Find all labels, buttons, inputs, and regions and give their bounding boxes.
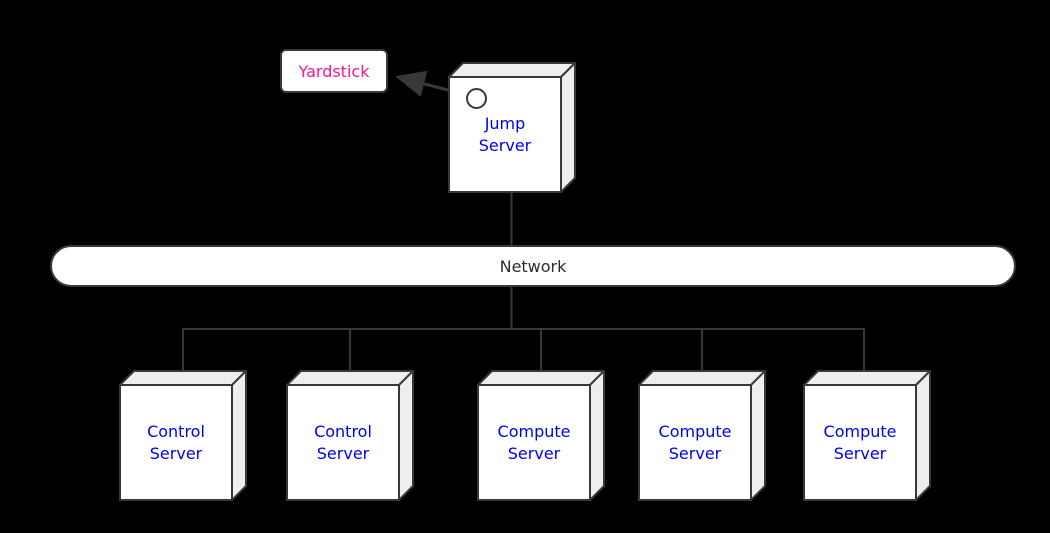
node-jump-server: Jump Server [448, 62, 576, 193]
node-label: Jump Server [448, 77, 562, 192]
node-label: Control Server [119, 385, 233, 500]
compute-server-1-label: Compute Server [497, 421, 571, 463]
node-3d-shape [286, 370, 414, 501]
node-control-server-1: Control Server [119, 370, 247, 501]
interface-port-circle [466, 88, 487, 109]
node-label: Control Server [286, 385, 400, 500]
node-3d-shape [638, 370, 766, 501]
compute-server-3-label: Compute Server [823, 421, 897, 463]
node-label: Compute Server [477, 385, 591, 500]
node-label: Compute Server [803, 385, 917, 500]
node-compute-server-1: Compute Server [477, 370, 605, 501]
yardstick-label: Yardstick [298, 61, 370, 81]
yardstick-box: Yardstick [280, 49, 388, 93]
control-server-1-label: Control Server [147, 421, 205, 463]
network-label: Network [499, 256, 567, 276]
network-bar: Network [50, 245, 1016, 287]
node-label: Compute Server [638, 385, 752, 500]
compute-server-2-label: Compute Server [658, 421, 732, 463]
node-compute-server-2: Compute Server [638, 370, 766, 501]
node-3d-shape [119, 370, 247, 501]
node-3d-shape [477, 370, 605, 501]
node-control-server-2: Control Server [286, 370, 414, 501]
jump-server-label: Jump Server [478, 113, 532, 155]
control-server-2-label: Control Server [314, 421, 372, 463]
node-compute-server-3: Compute Server [803, 370, 931, 501]
node-3d-shape [803, 370, 931, 501]
